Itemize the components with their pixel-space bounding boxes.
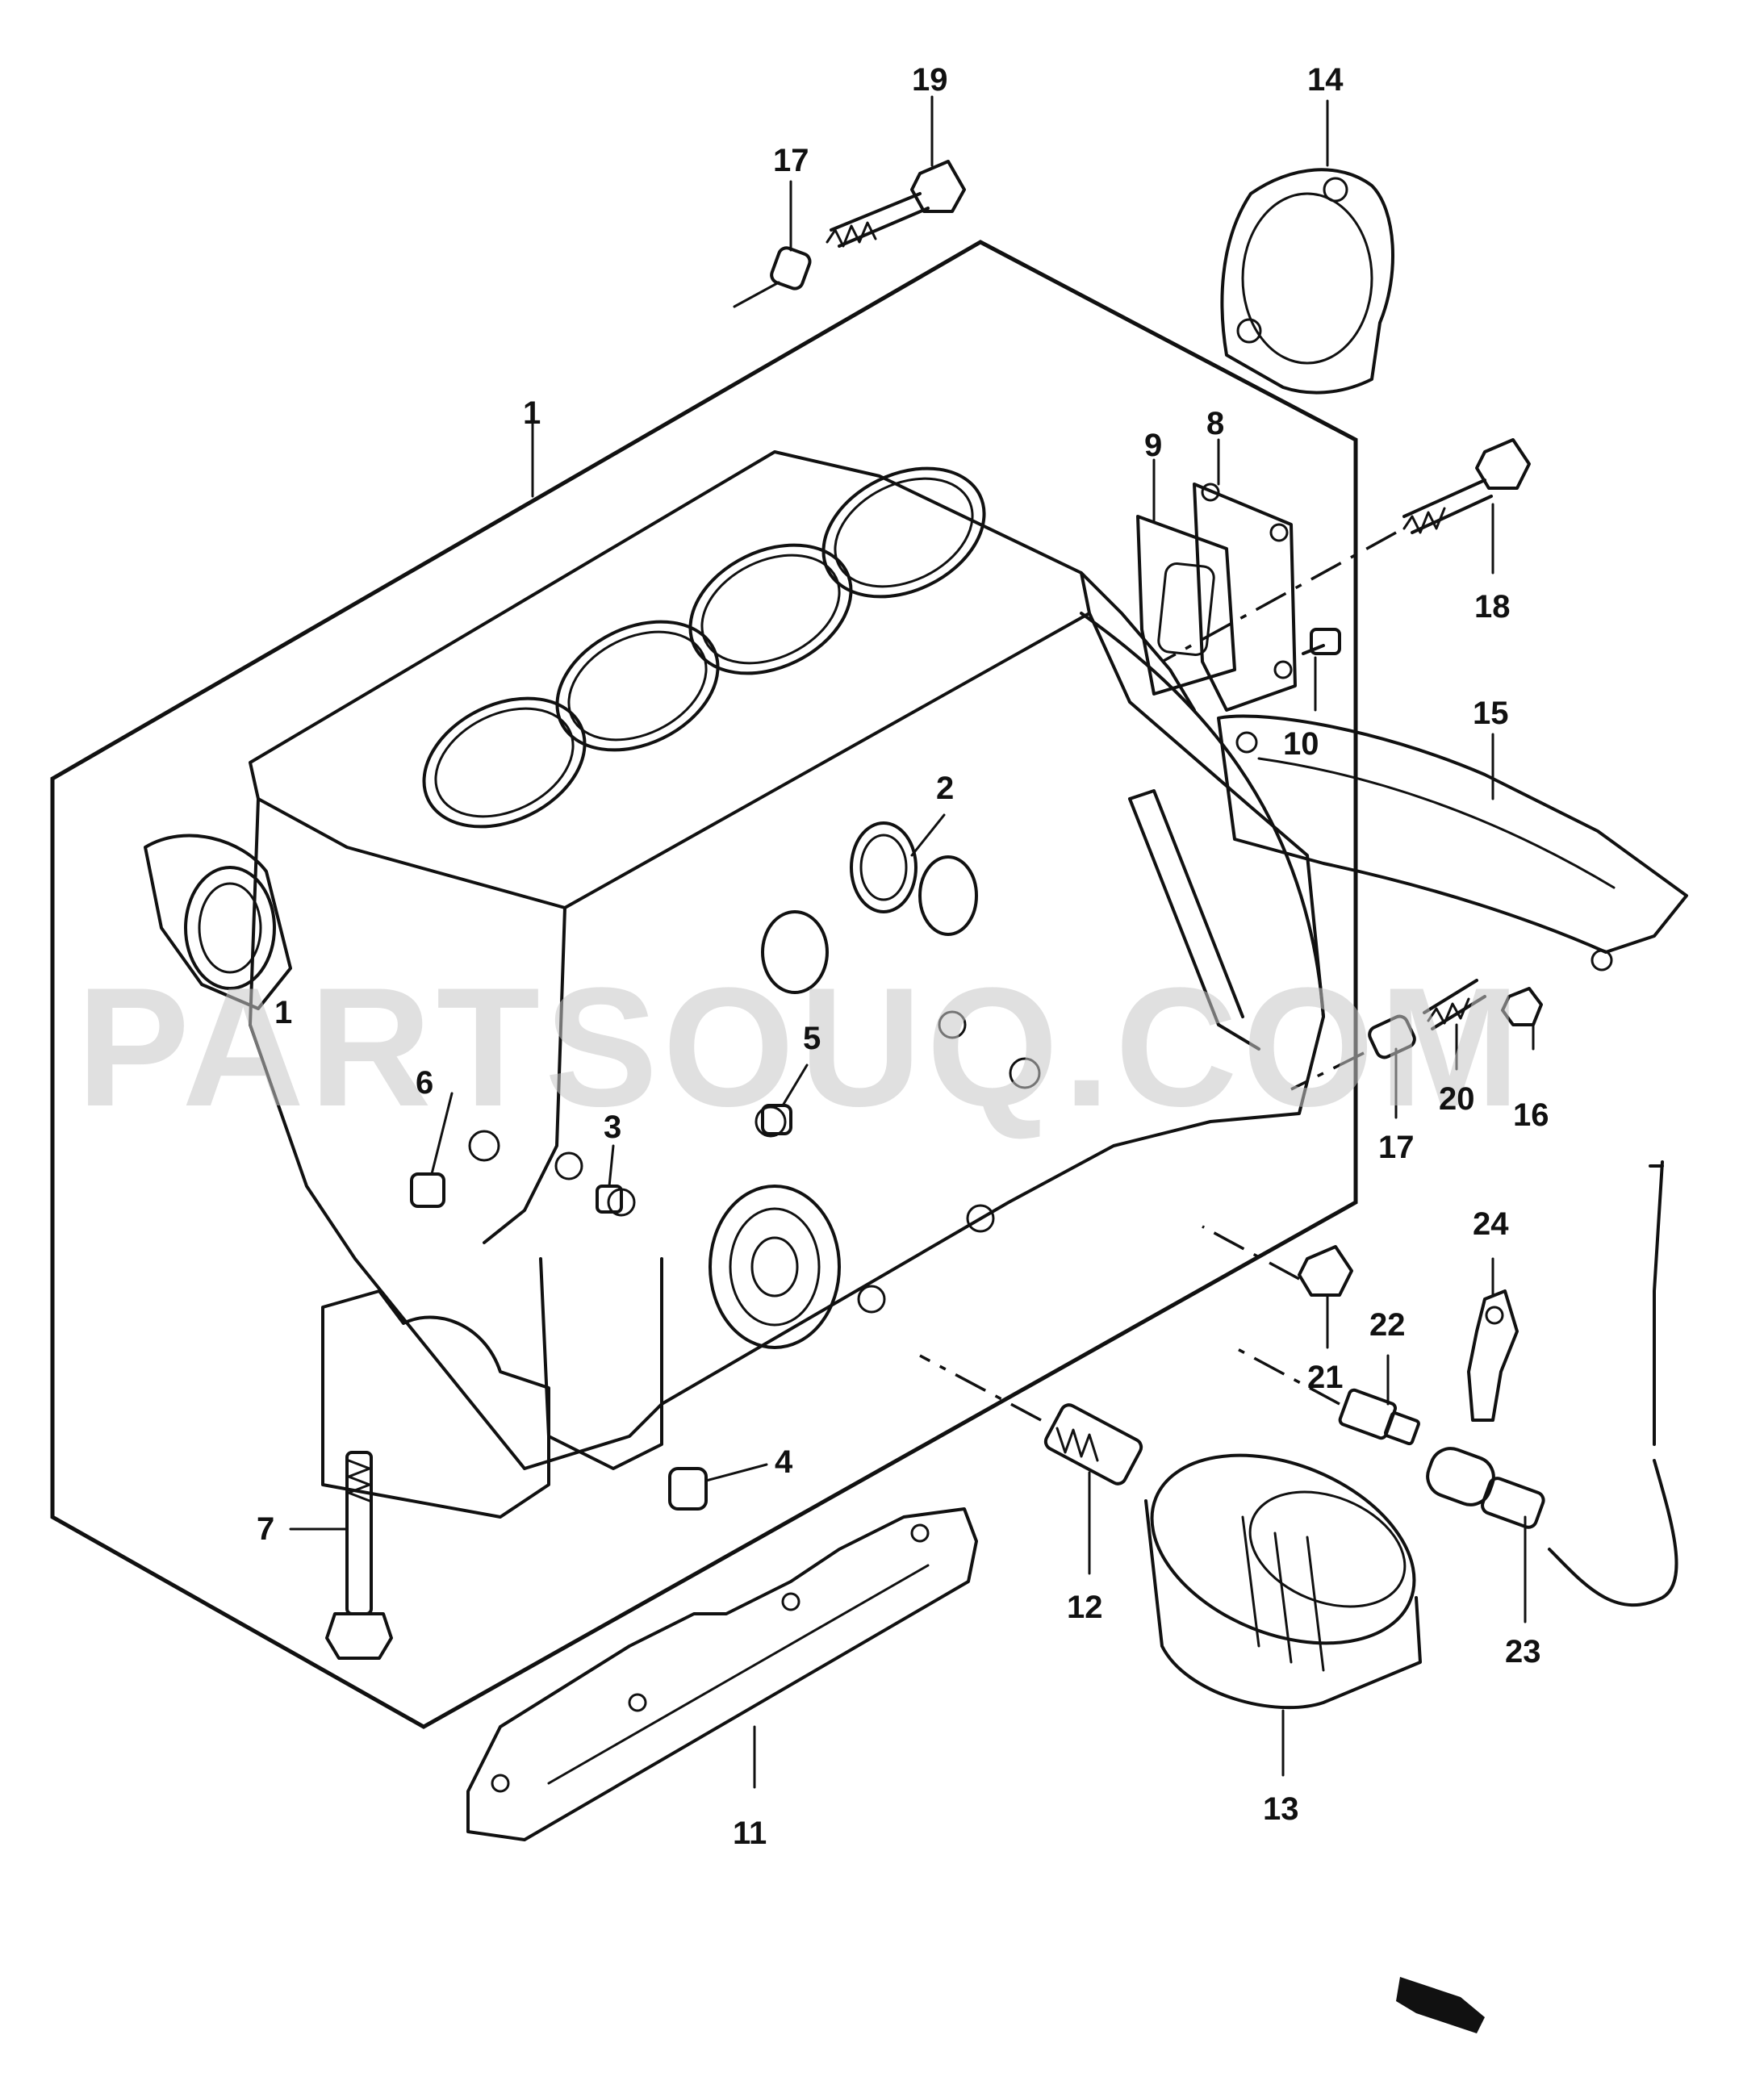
part-9-gasket-plate[interactable] — [1136, 515, 1236, 696]
callout-7: 7 — [257, 1511, 274, 1547]
part-6-bolt[interactable] — [410, 1172, 445, 1208]
callout-1: 1 — [523, 395, 541, 431]
part-12-union[interactable] — [919, 1354, 1144, 1486]
callout-15: 15 — [1473, 696, 1509, 731]
callout-17-lower: 17 — [1378, 1130, 1415, 1165]
callout-1-secondary: 1 — [274, 995, 292, 1030]
part-19-bolt[interactable] — [826, 160, 966, 248]
callout-22: 22 — [1369, 1307, 1406, 1343]
frame-top-bracket — [733, 281, 780, 308]
callout-19: 19 — [912, 62, 948, 98]
callout-24: 24 — [1473, 1206, 1509, 1242]
part-24-bracket[interactable] — [1467, 1289, 1519, 1422]
callout-11: 11 — [733, 1816, 767, 1851]
part-5-plug[interactable] — [761, 1104, 792, 1135]
callout-8: 8 — [1206, 406, 1224, 441]
part-7-bearing-cap-bolt[interactable] — [325, 1451, 393, 1660]
callout-4: 4 — [775, 1444, 793, 1480]
callout-13: 13 — [1263, 1791, 1299, 1827]
part-2-seal[interactable] — [859, 834, 908, 901]
callout-labels: 1 1 2 3 4 5 6 7 8 9 10 11 12 13 14 15 16… — [257, 62, 1549, 1851]
callout-18: 18 — [1474, 589, 1511, 625]
callout-10: 10 — [1283, 726, 1319, 762]
callout-5: 5 — [803, 1021, 821, 1056]
part-17-dowel-pin-top[interactable] — [769, 245, 812, 290]
corner-mark — [1396, 1977, 1485, 2033]
callout-3: 3 — [604, 1109, 621, 1145]
assembly-frame — [50, 240, 1358, 1729]
part-14-gasket[interactable] — [1220, 168, 1395, 395]
part-18-bolt[interactable] — [1161, 438, 1531, 663]
part-15-baffle-plate[interactable] — [1217, 714, 1688, 972]
callout-20: 20 — [1439, 1081, 1475, 1117]
callout-6: 6 — [416, 1065, 433, 1101]
part-8-cover-plate[interactable] — [1193, 483, 1297, 712]
part-4-plug[interactable] — [668, 1467, 708, 1511]
part-23-oil-level-gauge[interactable] — [1422, 1160, 1678, 1607]
callout-23: 23 — [1505, 1634, 1541, 1669]
leader-lines — [289, 95, 1535, 1789]
callout-16: 16 — [1513, 1097, 1549, 1133]
part-20-stud[interactable] — [1423, 979, 1486, 1030]
callout-2: 2 — [936, 771, 954, 806]
callout-14: 14 — [1307, 62, 1344, 98]
part-17-dowel-pin-lower[interactable] — [1290, 1013, 1417, 1091]
part-10-bolt[interactable] — [1302, 628, 1341, 655]
callout-12: 12 — [1067, 1590, 1103, 1625]
callout-21: 21 — [1307, 1360, 1344, 1395]
part-21-plug[interactable] — [1202, 1225, 1353, 1297]
callout-9: 9 — [1144, 428, 1162, 463]
cylinder-block[interactable] — [144, 443, 1325, 1519]
part-11-support-bracket[interactable] — [466, 1507, 978, 1841]
watermark: PARTSOUQ.COM — [77, 952, 1525, 1142]
callout-17-top: 17 — [773, 143, 809, 178]
part-13-oil-filter[interactable] — [1124, 1419, 1442, 1710]
part-22-pressure-switch[interactable] — [1234, 1346, 1420, 1446]
